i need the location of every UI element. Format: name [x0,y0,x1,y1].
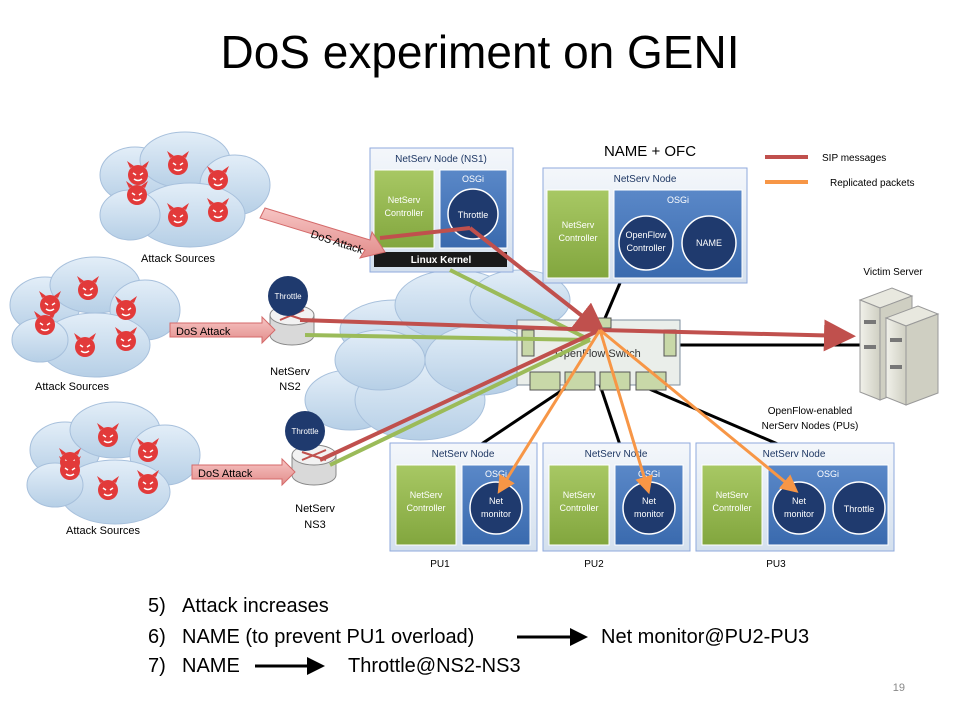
net-monitor-label: monitor [784,509,814,519]
ofc-osgi-label: OSGi [667,195,689,205]
net-monitor-label: Net [489,496,504,506]
pu-controller [701,464,763,546]
attack-cloud-2 [9,256,181,378]
ofc-node: NetServ Node NetServ Controller OSGi Ope… [542,167,748,284]
legend-sip-label: SIP messages [822,153,886,164]
replicated-flows [497,328,799,495]
dos-arrow: DoS Attack [259,207,386,259]
net-monitor-label: Net [642,496,657,506]
attack-cloud-3 [26,401,201,525]
slide-title: DoS experiment on GENI [220,26,739,78]
ns1-controller-label: Controller [384,208,423,218]
pu3-throttle-label: Throttle [844,504,875,514]
ns3-throttle [285,411,325,451]
net-monitor-label: monitor [481,509,511,519]
ns3-label: NetServ [295,503,335,515]
ns2-label: NetServ [270,366,310,378]
openflow-controller [618,215,674,271]
steps-list: 5) Attack increases 6) NAME (to prevent … [148,595,809,677]
pu-controller-label: NetServ [563,490,596,500]
pu-group-label: OpenFlow-enabled [768,406,853,417]
net-monitor-label: Net [792,496,807,506]
step-number: 5) [148,595,166,617]
step-number: 7) [148,655,166,677]
ns1-controller-label: NetServ [388,195,421,205]
step-text: Attack increases [182,595,329,617]
pu-label: PU2 [584,559,604,570]
attack-sources-label: Attack Sources [141,253,215,265]
name-module [681,215,737,271]
pu-controller-label: NetServ [716,490,749,500]
step-result: Net monitor@PU2-PU3 [601,626,809,648]
attack-cloud-1 [99,131,271,248]
net-monitor [772,481,826,535]
ns2-router: Throttle NetServ NS2 [268,276,315,393]
pu-controller-label: Controller [559,503,598,513]
pu-osgi-label: OSGi [638,469,660,479]
openflow-controller-label: OpenFlow [625,230,667,240]
dos-arrow: DoS Attack [169,315,276,345]
name-ofc-label: NAME + OFC [604,143,696,160]
ns3-label: NS3 [304,519,325,531]
ofc-controller-label: NetServ [562,220,595,230]
dos-attack-label: DoS Attack [198,468,253,480]
pu3-node: NetServ Node NetServ Controller OSGi Net… [695,442,895,570]
ns2-throttle [268,276,308,316]
ofc-controller [546,189,610,279]
net-monitor [469,481,523,535]
step-result: Throttle@NS2-NS3 [348,655,521,677]
dos-attack-label: DoS Attack [176,326,231,338]
devil-icons [34,151,229,500]
step-text: NAME (to prevent PU1 overload) [182,626,474,648]
net-monitor [622,481,676,535]
pu-label: PU3 [766,559,786,570]
pu-controller-label: NetServ [410,490,443,500]
pu-controller-label: Controller [406,503,445,513]
ns1-osgi-label: OSGi [462,174,484,184]
pu-title: NetServ Node [585,449,648,460]
sip-flows [299,226,856,462]
legend: SIP messages Replicated packets [765,153,915,189]
step-text: NAME [182,655,240,677]
ns1-kernel-label: Linux Kernel [411,255,472,266]
ns1-node: NetServ Node (NS1) NetServ Controller OS… [369,147,514,273]
attack-sources-label: Attack Sources [35,381,109,393]
ns1-throttle-label: Throttle [458,210,489,220]
pu-osgi-label: OSGi [817,469,839,479]
pu1-node: NetServ Node NetServ Controller OSGi Net… [389,442,538,570]
ns3-throttle-label: Throttle [291,427,319,436]
victim-label: Victim Server [863,267,923,278]
pu-title: NetServ Node [432,449,495,460]
ns3-router: Throttle NetServ NS3 [285,411,337,531]
victim-server: Victim Server [858,267,940,406]
page-number: 19 [893,682,905,694]
dos-arrow: DoS Attack [191,457,296,487]
step-number: 6) [148,626,166,648]
switch-label: OpenFlow Switch [555,348,641,360]
pu3-throttle [832,481,886,535]
pu-label: PU1 [430,559,450,570]
ofc-controller-label: Controller [558,233,597,243]
openflow-controller-label: Controller [626,243,665,253]
ns2-label: NS2 [279,381,300,393]
name-module-label: NAME [696,238,722,248]
ns1-kernel [374,252,507,267]
pu-osgi-label: OSGi [485,469,507,479]
pu-controller [548,464,610,546]
pu2-node: NetServ Node NetServ Controller OSGi Net… [542,442,691,570]
pu-group-label: NerServ Nodes (PUs) [762,421,859,432]
pu-controller-label: Controller [712,503,751,513]
ns2-throttle-label: Throttle [274,292,302,301]
pu-controller [395,464,457,546]
attack-sources-label: Attack Sources [66,525,140,537]
ns1-title: NetServ Node (NS1) [395,154,487,165]
legend-replicated-label: Replicated packets [830,178,915,189]
net-monitor-label: monitor [634,509,664,519]
ns1-throttle [447,188,499,240]
pu-title: NetServ Node [763,449,826,460]
ofc-node-title: NetServ Node [614,174,677,185]
